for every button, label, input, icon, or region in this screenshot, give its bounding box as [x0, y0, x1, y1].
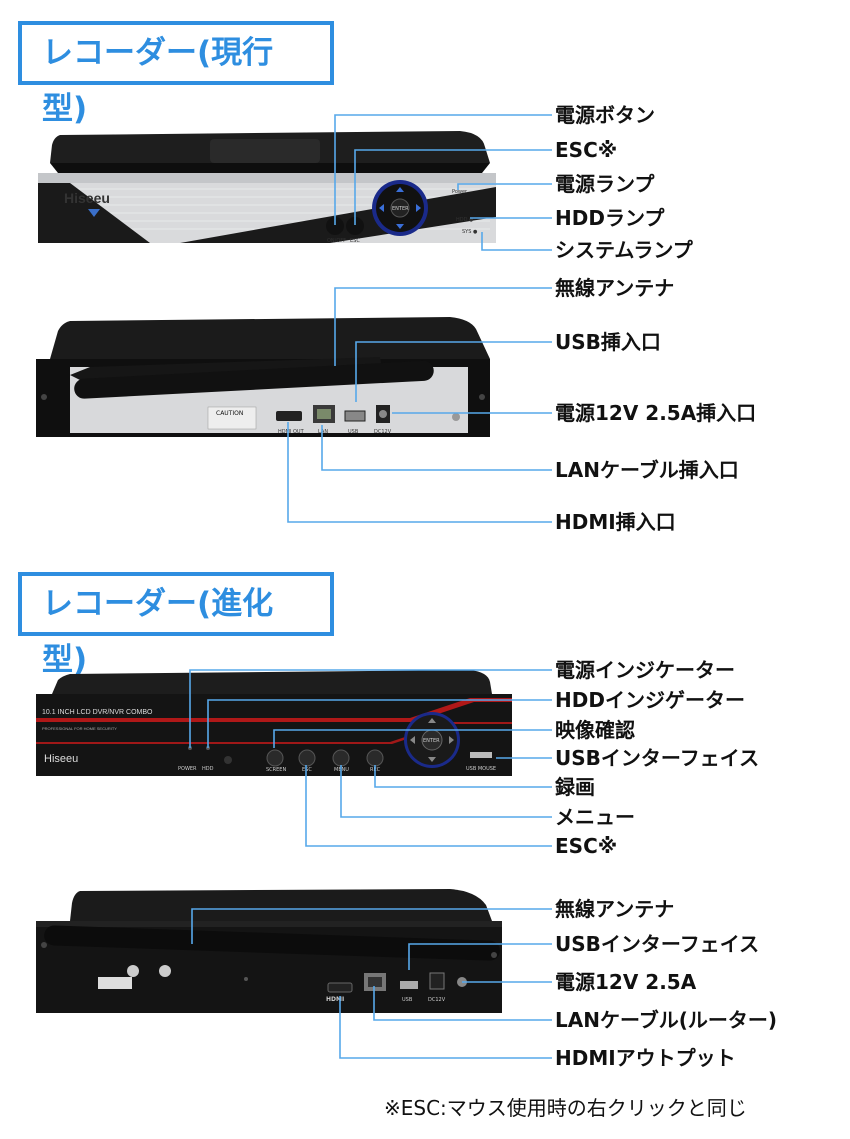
- recorder-current-front: Hiseeu ON/OFF ESC ENTER Power HDD ● SYS …: [38, 131, 496, 244]
- recorder-evolved-back: HDMI USB DC12V: [36, 889, 502, 1013]
- svg-text:USB: USB: [402, 997, 413, 1003]
- svg-text:POWER: POWER: [178, 766, 197, 772]
- callout-menu: メニュー: [555, 805, 635, 829]
- callout-system-lamp: システムランプ: [555, 238, 693, 262]
- callout-hdd-indicator: HDDインジゲーター: [555, 688, 745, 712]
- callout-usb-port: USB挿入口: [555, 330, 661, 354]
- svg-text:Power: Power: [452, 189, 468, 195]
- callout-power-button: 電源ボタン: [555, 103, 655, 127]
- svg-text:HDMI: HDMI: [326, 996, 344, 1003]
- callout-record: 録画: [555, 775, 595, 799]
- svg-text:ON/OFF: ON/OFF: [327, 238, 346, 244]
- svg-text:Hiseeu: Hiseeu: [44, 753, 78, 765]
- callout-lan-port: LANケーブル挿入口: [555, 458, 739, 482]
- callout-wireless-antenna: 無線アンテナ: [555, 276, 675, 300]
- esc-footnote: ※ESC:マウス使用時の右クリックと同じ: [384, 1096, 747, 1120]
- svg-text:DC12V: DC12V: [374, 429, 392, 435]
- svg-text:HDMI OUT: HDMI OUT: [278, 429, 305, 435]
- callout-video-check: 映像確認: [555, 718, 635, 742]
- section-title-current: レコーダー(現行型): [18, 21, 334, 127]
- svg-text:CAUTION: CAUTION: [216, 410, 243, 417]
- svg-text:SCREEN: SCREEN: [266, 767, 286, 773]
- svg-text:HDD ●: HDD ●: [456, 217, 474, 223]
- callout-power-12v: 電源12V 2.5A: [555, 970, 697, 994]
- svg-text:HDD: HDD: [202, 766, 214, 772]
- section-title-evolved: レコーダー(進化型): [18, 572, 334, 678]
- callout-power-input: 電源12V 2.5A挿入口: [555, 401, 757, 425]
- callout-usb-interface-back: USBインターフェイス: [555, 932, 760, 956]
- svg-text:USB MOUSE: USB MOUSE: [466, 766, 496, 772]
- svg-text:USB: USB: [348, 429, 359, 435]
- recorder-current-back: CAUTION HDMI OUT LAN USB DC12V: [36, 317, 490, 437]
- svg-text:ESC: ESC: [302, 767, 312, 773]
- callout-power-indicator: 電源インジケーター: [555, 658, 735, 682]
- svg-text:ENTER: ENTER: [423, 738, 440, 744]
- callout-power-lamp: 電源ランプ: [555, 172, 655, 196]
- brand-logo: Hiseeu: [64, 190, 110, 206]
- callout-hdmi-port: HDMI挿入口: [555, 510, 676, 534]
- svg-text:ESC: ESC: [350, 238, 360, 244]
- callout-esc-evolved: ESC※: [555, 834, 618, 858]
- svg-text:10.1 INCH LCD DVR/NVR COMBO: 10.1 INCH LCD DVR/NVR COMBO: [42, 709, 153, 716]
- callout-wireless-antenna-evolved: 無線アンテナ: [555, 897, 675, 921]
- svg-text:SYS ●: SYS ●: [462, 229, 478, 235]
- callout-usb-interface-front: USBインターフェイス: [555, 746, 760, 770]
- svg-text:ENTER: ENTER: [392, 206, 409, 212]
- callout-lan-router: LANケーブル(ルーター): [555, 1008, 778, 1032]
- callout-esc: ESC※: [555, 138, 618, 162]
- svg-text:LAN: LAN: [318, 429, 328, 435]
- callout-hdd-lamp: HDDランプ: [555, 206, 665, 230]
- callout-hdmi-output: HDMIアウトプット: [555, 1046, 736, 1070]
- svg-text:DC12V: DC12V: [428, 997, 446, 1003]
- svg-text:PROFESSIONAL FOR HOME SECURITY: PROFESSIONAL FOR HOME SECURITY: [42, 726, 117, 731]
